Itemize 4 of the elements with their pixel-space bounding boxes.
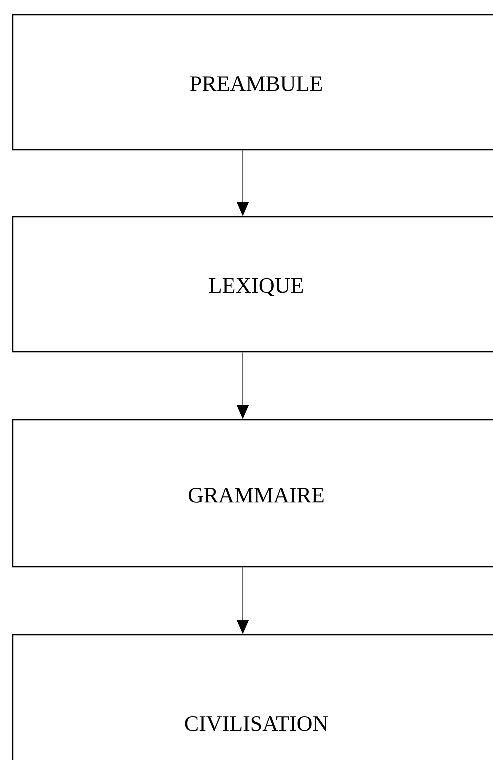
process-box: CIVILISATION bbox=[12, 634, 493, 760]
process-box: GRAMMAIRE bbox=[12, 419, 493, 568]
process-box: LEXIQUE bbox=[12, 216, 493, 353]
process-box: PREAMBULE bbox=[12, 14, 493, 151]
